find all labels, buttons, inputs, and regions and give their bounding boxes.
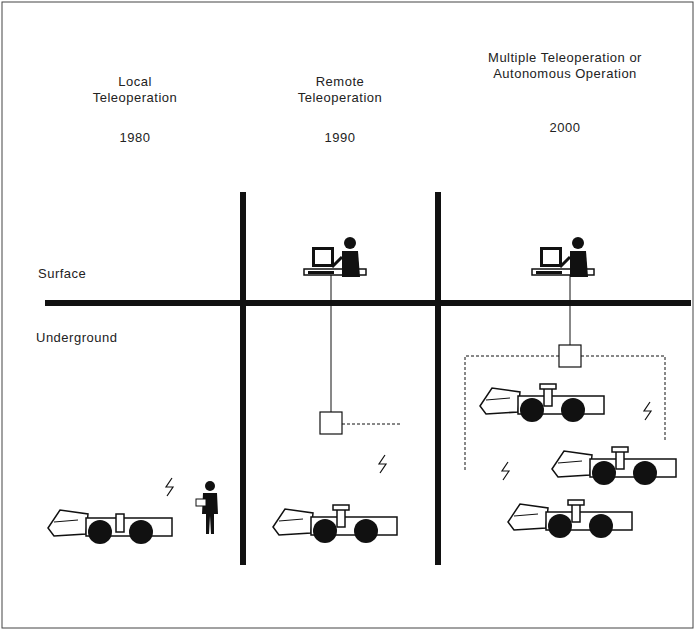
zone-label: Underground (36, 330, 176, 346)
column-heading: Remote Teleoperation (280, 74, 400, 106)
year-label: 1980 (95, 130, 175, 146)
year-label: 2000 (525, 120, 605, 136)
zone-label: Surface (38, 266, 158, 282)
column-heading: Multiple Teleoperation or Autonomous Ope… (482, 50, 648, 82)
year-label: 1990 (300, 130, 380, 146)
column-heading: Local Teleoperation (75, 74, 195, 106)
